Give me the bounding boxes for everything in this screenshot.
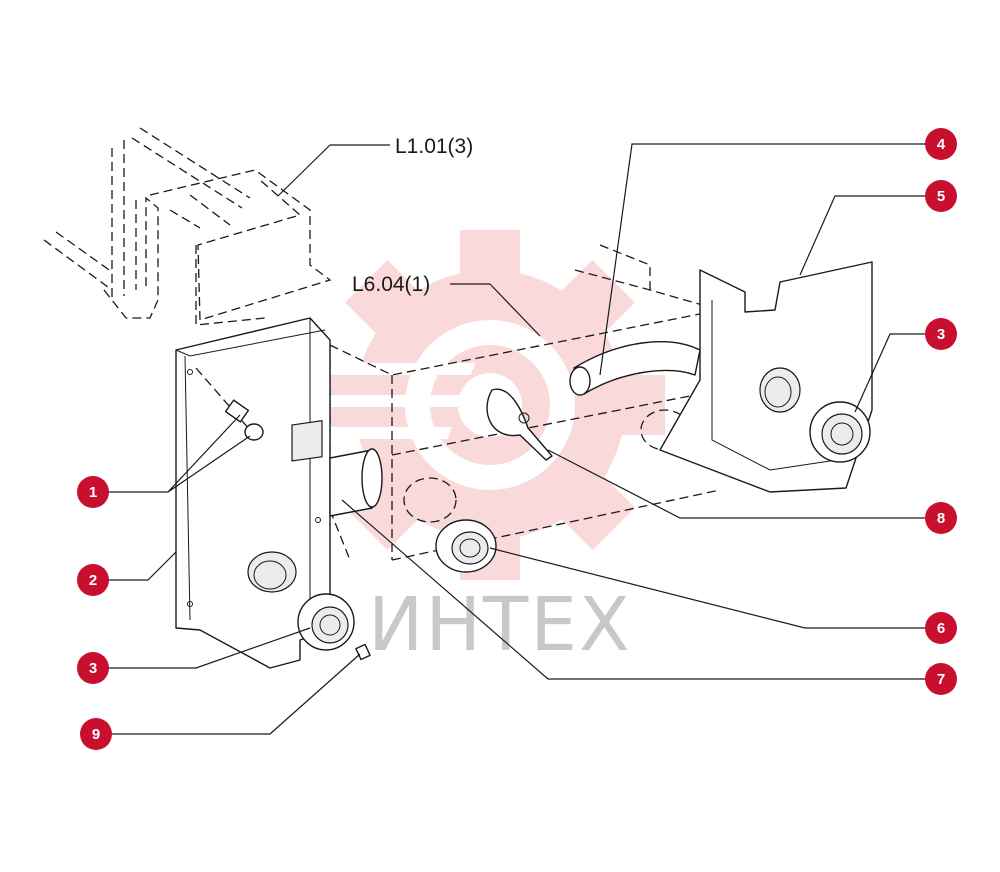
svg-text:9: 9: [92, 726, 100, 743]
ref-leader-l604-diag: [489, 283, 541, 337]
ref-label-l101: L1.01(3): [395, 135, 473, 158]
callout-4: 4: [925, 128, 957, 160]
svg-text:3: 3: [89, 660, 97, 677]
svg-text:8: 8: [937, 510, 945, 527]
svg-text:1: 1: [89, 484, 97, 501]
cable-tie: [486, 388, 553, 461]
callout-5: 5: [925, 180, 957, 212]
svg-text:3: 3: [937, 326, 945, 343]
hose: [569, 341, 701, 396]
callout-6: 6: [925, 612, 957, 644]
callout-7: 7: [925, 663, 957, 695]
ref-label-l604: L6.04(1): [352, 273, 430, 296]
ref-leader-l101-diag: [277, 144, 331, 197]
screw: [355, 643, 371, 661]
callout-8: 8: [925, 502, 957, 534]
svg-text:7: 7: [937, 671, 945, 688]
svg-text:2: 2: [89, 572, 97, 589]
watermark-text: ИНТЕХ: [368, 582, 632, 668]
svg-text:5: 5: [937, 188, 945, 205]
callout-3-right: 3: [925, 318, 957, 350]
frame-phantom: [43, 127, 332, 326]
svg-text:4: 4: [937, 136, 946, 153]
callout-9: 9: [80, 718, 112, 750]
grommet-right: [809, 401, 871, 463]
svg-text:6: 6: [937, 620, 945, 637]
callout-3-left: 3: [77, 652, 109, 684]
callout-leaders: [108, 143, 926, 735]
callout-2: 2: [77, 564, 109, 596]
grommet-left: [297, 593, 355, 651]
grommet-center: [435, 519, 497, 573]
callout-1: 1: [77, 476, 109, 508]
left-tube: [329, 448, 383, 517]
left-cover-plate: [175, 317, 331, 669]
